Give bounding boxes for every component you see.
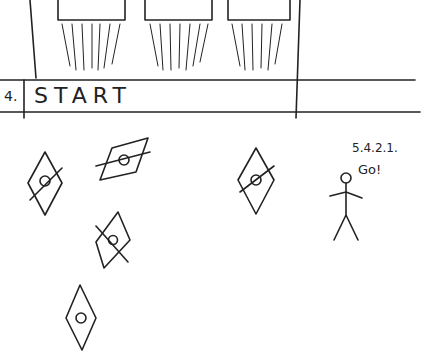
start-block: [58, 0, 125, 20]
lane-line: [30, 0, 36, 78]
countdown-label: 5.4.2.1.: [352, 142, 398, 154]
go-label: Go!: [358, 163, 381, 176]
band-line: [0, 79, 415, 81]
swimmer-figure: [28, 152, 62, 215]
start-block: [228, 0, 290, 20]
start-label: START: [34, 85, 132, 107]
band-line: [0, 111, 420, 113]
swimmer-figure: [96, 212, 130, 268]
swimmer-figure: [238, 148, 274, 214]
water-shading: [62, 24, 282, 70]
lane-line: [296, 0, 300, 118]
starter-figure: [330, 173, 362, 240]
band-divider: [23, 80, 25, 118]
swimmer-figure: [66, 285, 96, 350]
swimmer-figure: [96, 138, 150, 180]
start-block: [145, 0, 212, 20]
lane-number: 4.: [4, 89, 17, 103]
